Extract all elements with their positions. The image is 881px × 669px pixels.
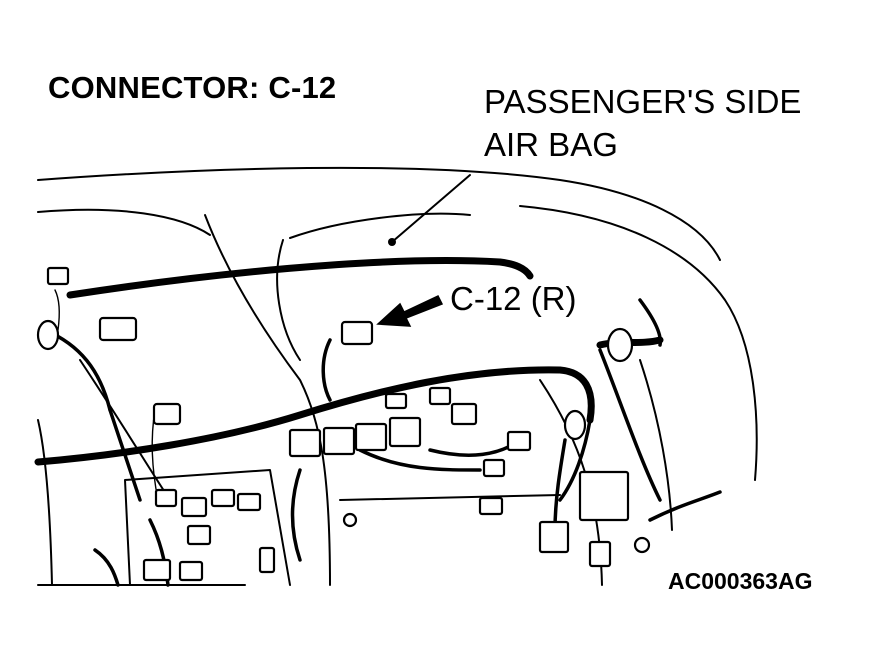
dashboard-outline: [37, 166, 758, 586]
component-label-line2: AIR BAG: [484, 126, 618, 163]
wiring-harness: [34, 257, 722, 587]
component-label-line1: PASSENGER'S SIDE: [484, 83, 802, 120]
connector-title: CONNECTOR: C-12: [48, 70, 337, 105]
connector-arrow: [376, 295, 444, 327]
figure-id: AC000363AG: [668, 568, 813, 594]
airbag-leader-dot: [388, 238, 396, 246]
airbag-leader-line: [391, 174, 471, 243]
connector-blocks: [36, 266, 651, 582]
junction-bracket: [124, 469, 291, 586]
connector-callout-label: C-12 (R): [450, 280, 577, 317]
